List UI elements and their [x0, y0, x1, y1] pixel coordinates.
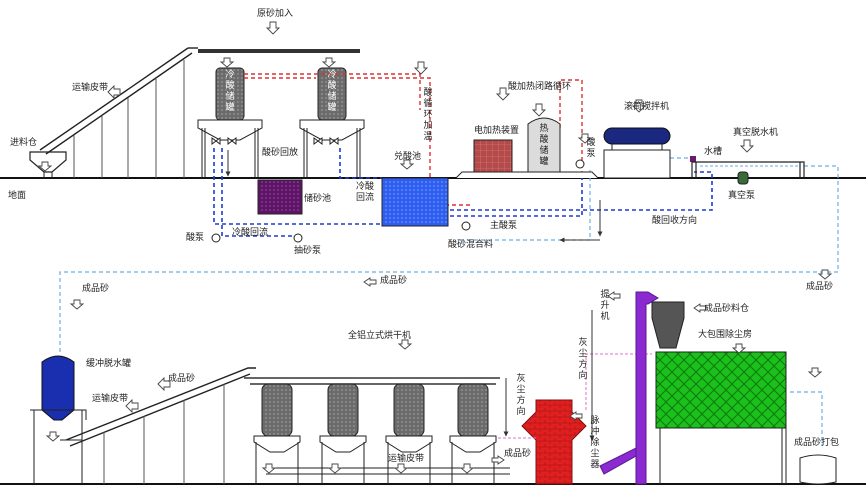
finished-sand-bin	[651, 301, 685, 349]
pump-circle-icon	[211, 159, 585, 243]
finished-sand-packing-label: 成品砂打包	[794, 438, 840, 448]
acid-mixing-pool-label: 兑酸池	[394, 152, 422, 162]
conveyor-belt-bottom-left	[60, 367, 256, 484]
finished-sand-mid-label: 成品砂	[380, 276, 408, 286]
cold-acid-tank-1	[197, 67, 263, 178]
outline-arrow-icon	[37, 21, 833, 474]
elevator-label: 提升机	[600, 290, 610, 322]
acid-mixing-pool	[381, 177, 449, 227]
acid-heating-loop-label: 酸加热闭路循环	[508, 82, 572, 92]
conveyor-belt-top-label: 运输皮带	[72, 83, 109, 93]
acid-pump-right-label: 酸泵	[586, 138, 596, 159]
electric-heater	[473, 139, 513, 177]
finished-sand-incline-label: 成品砂	[168, 374, 196, 384]
cold-acid-tank-2-label: 冷酸储罐	[327, 70, 337, 113]
dust-pink-lines	[498, 353, 652, 439]
conveyor-belt-top	[39, 47, 198, 178]
acid-return-direction-label: 酸回收方向	[652, 216, 698, 226]
hot-acid-tank-label: 热酸储罐	[539, 124, 549, 167]
big-bag-dust-room	[655, 351, 787, 429]
vacuum-dewatering-machine-label: 真空脱水机	[733, 128, 779, 138]
conveyor-belt-bottom-left-label: 运输皮带	[92, 394, 129, 404]
finished-sand-left-label: 成品砂	[82, 284, 110, 294]
elevator	[599, 291, 659, 485]
drum-mixer-label: 滚筒搅拌机	[624, 102, 670, 112]
water-trough-label: 水槽	[704, 147, 723, 157]
cold-acid-return-label: 冷酸回流	[355, 182, 374, 203]
raw-sand-input-label: 原砂加入	[257, 9, 294, 19]
finished-sand-bottom-label: 成品砂	[504, 449, 532, 459]
conveyor-belt-bottom-label: 运输皮带	[388, 454, 425, 464]
cold-acid-return-2-label: 冷酸回流	[232, 228, 269, 238]
bowtie-valve-icon	[211, 137, 339, 145]
top-conveyor-over-tanks	[198, 49, 360, 53]
buffer-dewatering-tank	[30, 355, 87, 484]
pulse-dust-collector	[521, 399, 587, 485]
main-acid-pump-label: 主酸泵	[490, 221, 518, 231]
dust-room-frame	[656, 427, 787, 484]
vacuum-pump	[737, 171, 749, 185]
packing-bag	[799, 454, 837, 485]
hot-acid-tank	[527, 117, 561, 173]
sand-pump-label: 抽砂泵	[294, 246, 322, 256]
acid-sand-return-label: 酸砂回放	[262, 148, 299, 158]
vacuum-dewatering-machine	[690, 156, 805, 178]
vacuum-pump-label: 真空泵	[728, 191, 756, 201]
cold-acid-tank-1-label: 冷酸储罐	[225, 70, 235, 113]
cold-acid-tank-2	[299, 67, 365, 178]
acid-circulation-heating-label: 酸循环加温	[423, 88, 433, 142]
drum-mixer	[603, 127, 671, 179]
aluminum-dryer-towers	[253, 383, 497, 484]
pulse-dust-collector-label: 脉冲除尘器	[590, 416, 600, 470]
ground-label: 地面	[8, 191, 27, 201]
flow-arrows	[225, 150, 603, 441]
acid-blue-circuit	[213, 148, 713, 237]
dust-direction-1-label: 灰尘方向	[516, 374, 526, 417]
dust-direction-2-label: 灰尘方向	[578, 338, 588, 381]
finished-sand-bin-label: 成品砂料仓	[704, 304, 750, 314]
feed-bin-label: 进料仓	[10, 138, 38, 148]
heater-platform	[455, 171, 599, 179]
acid-sand-mixture-label: 酸砂混合料	[448, 240, 494, 250]
dryer-top-frame	[244, 377, 500, 385]
sand-storage-pool-label: 储砂池	[304, 194, 332, 204]
sand-return-pool	[257, 179, 303, 215]
aluminum-dryer-label: 全铝立式烘干机	[348, 331, 412, 341]
finished-sand-right-label: 成品砂	[806, 282, 834, 292]
acid-pump-left-label: 酸泵	[186, 233, 205, 243]
big-bag-dust-room-label: 大包围除尘房	[698, 330, 753, 340]
electric-heater-label: 电加热装置	[474, 126, 520, 136]
buffer-dewatering-tank-label: 缓冲脱水罐	[86, 359, 132, 369]
